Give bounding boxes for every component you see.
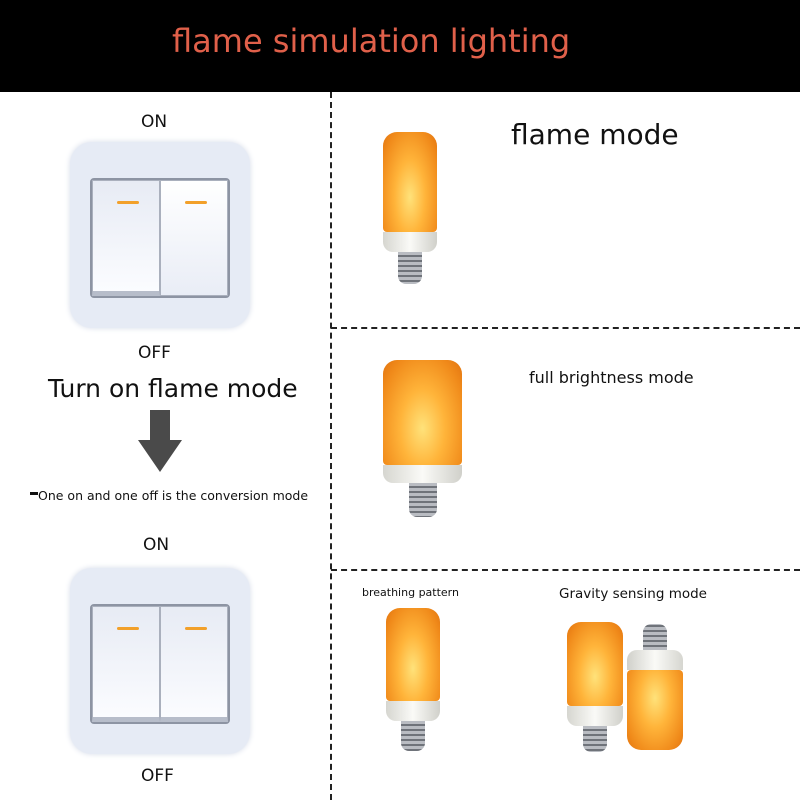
top-on-label: ON: [141, 112, 168, 132]
down-arrow-icon: [138, 410, 182, 472]
dash-mark: [30, 492, 38, 495]
gravity-label: Gravity sensing mode: [559, 586, 707, 602]
breathing-label: breathing pattern: [362, 586, 459, 599]
full-brightness-label: full brightness mode: [529, 368, 694, 387]
divider-1: [331, 327, 800, 329]
indicator-light: [117, 627, 139, 630]
instruction-text: Turn on flame mode: [48, 374, 298, 403]
indicator-light: [117, 201, 139, 204]
vertical-divider: [330, 92, 332, 800]
indicator-light: [185, 627, 207, 630]
rocker-left: [92, 180, 160, 296]
divider-2: [331, 569, 800, 571]
flame-mode-label: flame mode: [511, 118, 679, 151]
switch-panel-top: [70, 142, 250, 328]
bottom-on-label: ON: [143, 535, 170, 555]
switch-panel-bottom: [70, 568, 250, 754]
rocker-right: [160, 606, 228, 722]
rocker-right: [160, 180, 228, 296]
rocker-left: [92, 606, 160, 722]
indicator-light: [185, 201, 207, 204]
top-off-label: OFF: [138, 343, 171, 363]
bottom-off-label: OFF: [141, 766, 174, 786]
page-title: flame simulation lighting: [172, 22, 571, 60]
header-banner: [0, 0, 800, 92]
conversion-note: One on and one off is the conversion mod…: [38, 488, 309, 503]
